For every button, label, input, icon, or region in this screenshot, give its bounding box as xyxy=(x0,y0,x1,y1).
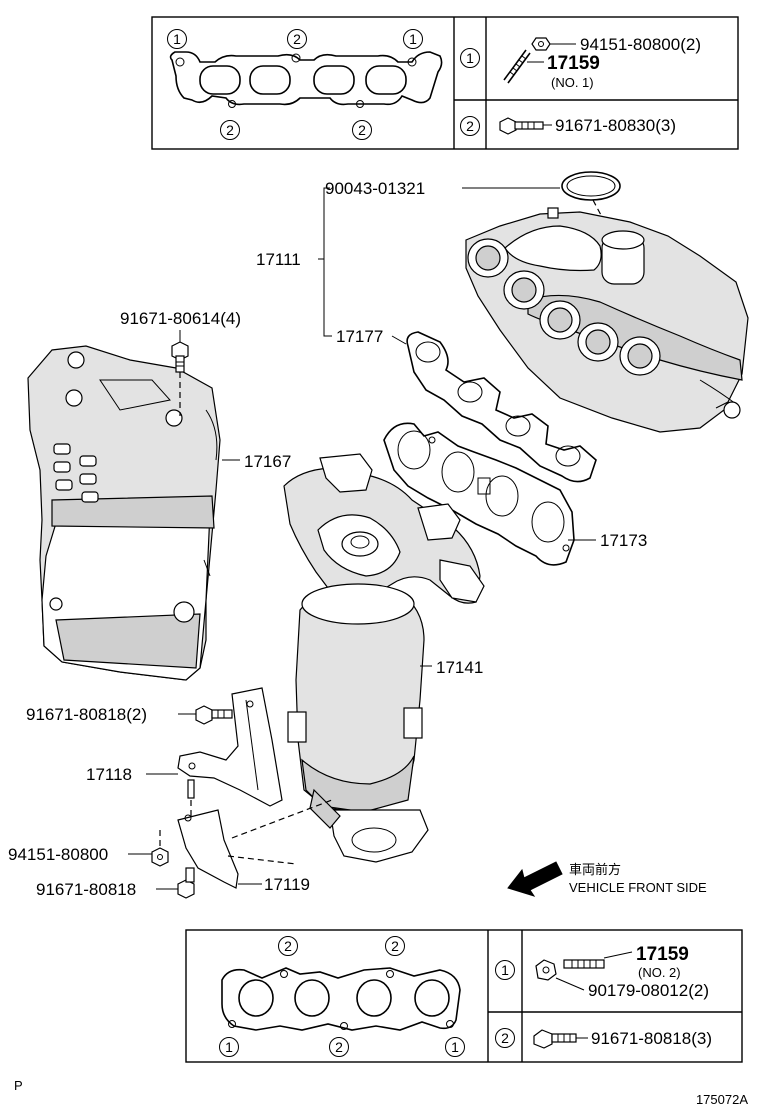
bottom-legend-box: 2 2 1 2 1 1 17159 (NO. 2) 90179-08012(2)… xyxy=(185,929,743,1063)
top-gasket-mark-2b: 2 xyxy=(220,120,240,140)
svg-text:1: 1 xyxy=(409,31,417,47)
label-90043-01321: 90043-01321 xyxy=(325,179,425,198)
bottom-gasket-drawing xyxy=(221,967,461,1031)
intake-manifold-drawing xyxy=(465,171,749,433)
svg-text:2: 2 xyxy=(466,118,474,134)
bracket-stud-icon xyxy=(187,779,195,818)
svg-text:2: 2 xyxy=(358,122,366,138)
top-part-bolt: 91671-80830(3) xyxy=(555,116,676,135)
top-gasket-drawing xyxy=(169,51,443,108)
bottom-gasket-mark-2a: 2 xyxy=(278,936,298,956)
bracket-nut-icon xyxy=(151,828,169,867)
label-17167: 17167 xyxy=(244,452,291,471)
o-ring-icon xyxy=(561,171,621,201)
bottom-part-bolt: 91671-80818(3) xyxy=(591,1029,712,1048)
bottom-gasket-mark-2b: 2 xyxy=(385,936,405,956)
top-row1-mark: 1 xyxy=(460,48,480,68)
svg-text:2: 2 xyxy=(391,938,399,954)
bottom-row1-mark: 1 xyxy=(495,960,515,980)
svg-text:2: 2 xyxy=(335,1039,343,1055)
bottom-row2-mark: 2 xyxy=(495,1028,515,1048)
top-legend-box: 1 2 1 2 2 1 94151-80800(2) 17159 (NO. 1)… xyxy=(151,16,739,150)
label-91671-80818: 91671-80818 xyxy=(36,880,136,899)
intake-gasket-drawing xyxy=(406,331,597,483)
label-94151-80800: 94151-80800 xyxy=(8,845,108,864)
label-91671-80818-2: 91671-80818(2) xyxy=(26,705,147,724)
bottom-stud-icon xyxy=(563,959,605,969)
footer-left-code: P xyxy=(14,1078,23,1093)
label-17118: 17118 xyxy=(86,765,132,784)
top-row2-mark: 2 xyxy=(460,116,480,136)
svg-text:1: 1 xyxy=(501,962,509,978)
insulator-vent-slots xyxy=(53,443,99,503)
bolt-icon xyxy=(499,117,544,135)
bottom-part-nut: 90179-08012(2) xyxy=(588,981,709,1000)
top-part-stud: 17159 xyxy=(547,53,600,74)
label-17119: 17119 xyxy=(264,875,310,894)
direction-label-jp: 車両前方 xyxy=(569,862,621,877)
top-gasket-mark-2a: 2 xyxy=(287,29,307,49)
svg-text:1: 1 xyxy=(451,1039,459,1055)
illustration-number: 175072A xyxy=(696,1092,748,1107)
svg-text:2: 2 xyxy=(501,1030,509,1046)
bottom-bolt-icon xyxy=(533,1029,577,1049)
bracket-bolt-lower-icon xyxy=(177,867,195,899)
bottom-stud-note: (NO. 2) xyxy=(638,965,681,980)
label-17173: 17173 xyxy=(600,531,647,550)
bottom-part-stud: 17159 xyxy=(636,944,689,965)
svg-text:1: 1 xyxy=(225,1039,233,1055)
direction-label-en: VEHICLE FRONT SIDE xyxy=(569,880,707,895)
top-gasket-mark-1a: 1 xyxy=(167,29,187,49)
bottom-gasket-mark-1b: 1 xyxy=(445,1037,465,1057)
top-part-nut: 94151-80800(2) xyxy=(580,35,701,54)
heat-insulator-drawing xyxy=(27,345,221,681)
label-17111: 17111 xyxy=(256,250,301,269)
stud-icon xyxy=(503,49,531,84)
bracket-bolt-upper-icon xyxy=(195,705,233,725)
top-gasket-mark-2c: 2 xyxy=(352,120,372,140)
svg-text:1: 1 xyxy=(173,31,181,47)
top-stud-note: (NO. 1) xyxy=(551,75,594,90)
exhaust-manifold-drawing xyxy=(283,453,485,863)
exhaust-gasket-drawing xyxy=(383,422,575,566)
nut-icon xyxy=(531,37,551,51)
bracket-17119-drawing xyxy=(177,799,333,889)
svg-text:2: 2 xyxy=(226,122,234,138)
svg-text:1: 1 xyxy=(466,50,474,66)
label-91671-80614: 91671-80614(4) xyxy=(120,309,241,328)
bracket-17118-drawing xyxy=(177,687,283,807)
bottom-gasket-mark-1a: 1 xyxy=(219,1037,239,1057)
svg-text:2: 2 xyxy=(284,938,292,954)
svg-text:2: 2 xyxy=(293,31,301,47)
label-17177: 17177 xyxy=(336,327,383,346)
label-17141: 17141 xyxy=(436,658,483,677)
top-gasket-mark-1b: 1 xyxy=(403,29,423,49)
bottom-gasket-mark-2c: 2 xyxy=(329,1037,349,1057)
intake-runners xyxy=(467,238,661,376)
flange-nut-icon xyxy=(535,959,557,981)
vehicle-front-arrow-icon xyxy=(507,861,563,897)
